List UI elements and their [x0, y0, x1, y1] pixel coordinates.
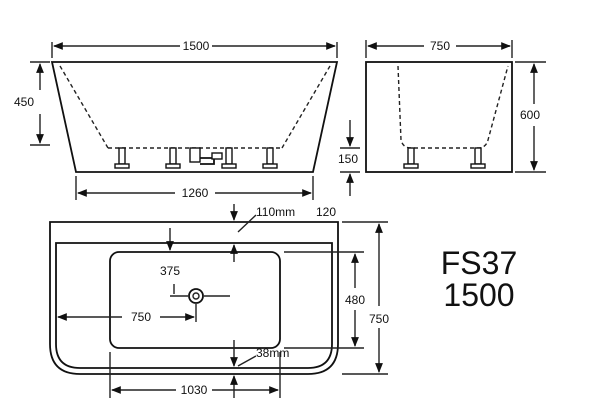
end-height-label: 600: [520, 108, 540, 122]
plan-width-label: 750: [369, 312, 389, 326]
plan-inner-basin: [109, 251, 281, 349]
drain-offset-x-label: 750: [131, 310, 151, 324]
plan-view: 110mm 375 750 480 750 38mm 1030: [49, 204, 389, 398]
model-label: FS37 1500: [441, 245, 517, 313]
foot-height-label: 150: [338, 152, 358, 166]
side-feet: [114, 147, 278, 169]
base-offset-label: 120: [316, 205, 336, 219]
end-elevation: 750 600: [365, 39, 546, 173]
bottom-rim-label: 38mm: [256, 346, 289, 360]
end-tub-outline: [365, 61, 513, 173]
plan-outer-outline: [49, 221, 339, 375]
side-elevation: 1500 450 1260 150 120: [14, 39, 360, 219]
end-inner-dash: [397, 65, 509, 149]
side-inner-left-dash: [59, 65, 109, 149]
end-feet: [403, 147, 486, 169]
inner-length-label: 1030: [181, 383, 208, 397]
model-name: FS37: [441, 245, 517, 281]
model-size: 1500: [443, 277, 514, 313]
drain-offset-y-label: 375: [160, 264, 180, 278]
plan-rim-outline: [55, 242, 333, 369]
inner-depth-label: 480: [345, 293, 365, 307]
side-tub-outline: [50, 61, 339, 173]
side-height-label: 450: [14, 95, 34, 109]
drain-icon: [188, 288, 204, 304]
end-width-label: 750: [430, 39, 450, 53]
base-length-label: 1260: [182, 186, 209, 200]
side-inner-right-dash: [281, 65, 331, 149]
side-length-label: 1500: [183, 39, 210, 53]
waste-trap: [189, 147, 223, 165]
top-rim-label: 110mm: [256, 205, 295, 219]
